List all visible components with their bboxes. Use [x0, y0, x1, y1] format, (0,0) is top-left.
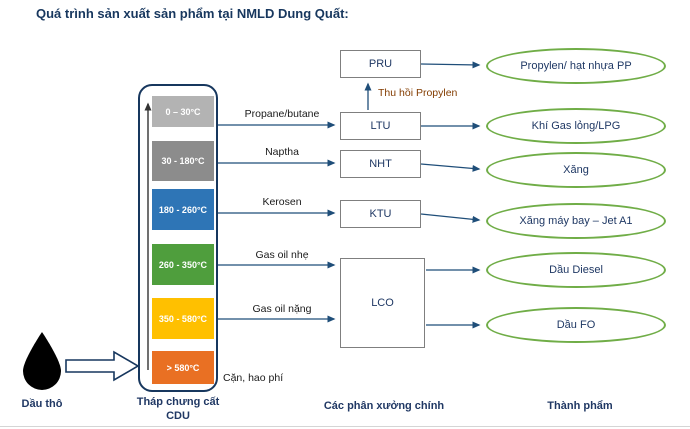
column-caption-line1: Tháp chưng cất	[136, 396, 220, 408]
column-caption: Tháp chưng cất CDU	[130, 396, 226, 424]
unit-box-nht: NHT	[340, 150, 421, 178]
product-ellipse-diesel: Dầu Diesel	[486, 252, 666, 288]
unit-box-ktu: KTU	[340, 200, 421, 228]
flow-line-nht-to-xang	[420, 163, 481, 172]
oil-drop-icon	[23, 332, 61, 390]
products-caption: Thành phẩm	[547, 400, 613, 412]
bottom-divider	[0, 426, 690, 427]
crude-label: Dầu thô	[21, 398, 63, 410]
column-segment-180-260: 180 - 260°C	[152, 189, 214, 230]
unit-box-ltu: LTU	[340, 112, 421, 140]
column-segment-580: > 580°C	[152, 351, 214, 384]
page-title: Quá trình sản xuất sản phẩm tại NMLD Dun…	[36, 6, 349, 21]
product-ellipse-xang: Xăng	[486, 152, 666, 188]
unit-box-lco: LCO	[340, 258, 425, 348]
column-segment-350-580: 350 - 580°C	[152, 298, 214, 339]
recovery-label: Thu hồi Propylen	[378, 87, 458, 99]
crude-feed-arrow-icon	[65, 350, 140, 382]
product-ellipse-jet-a1: Xăng máy bay – Jet A1	[486, 203, 666, 239]
stream-label-gas-oil-nang: Gas oil nặng	[252, 303, 312, 315]
product-ellipse-propylen-pp: Propylen/ hạt nhựa PP	[486, 48, 666, 84]
flow-line-pru-to-propylen	[420, 61, 481, 69]
product-ellipse-lpg: Khí Gas lỏng/LPG	[486, 108, 666, 144]
stream-label-propane-butane: Propane/butane	[244, 108, 320, 120]
column-segment-0-30: 0 – 30°C	[152, 96, 214, 127]
column-segment-30-180: 30 - 180°C	[152, 141, 214, 181]
stream-label-gas-oil-nhe: Gas oil nhẹ	[255, 249, 309, 261]
column-segment-260-350: 260 - 350°C	[152, 244, 214, 285]
units-caption: Các phân xưởng chính	[323, 400, 445, 412]
distillation-column	[138, 84, 218, 392]
residue-label: Cặn, hao phí	[223, 372, 284, 384]
column-caption-line2: CDU	[166, 409, 190, 422]
flow-line-ktu-to-jet	[420, 213, 481, 223]
stream-label-kerosen: Kerosen	[262, 196, 302, 208]
stream-label-naptha: Naptha	[265, 146, 299, 158]
product-ellipse-fo: Dầu FO	[486, 307, 666, 343]
unit-box-pru: PRU	[340, 50, 421, 78]
